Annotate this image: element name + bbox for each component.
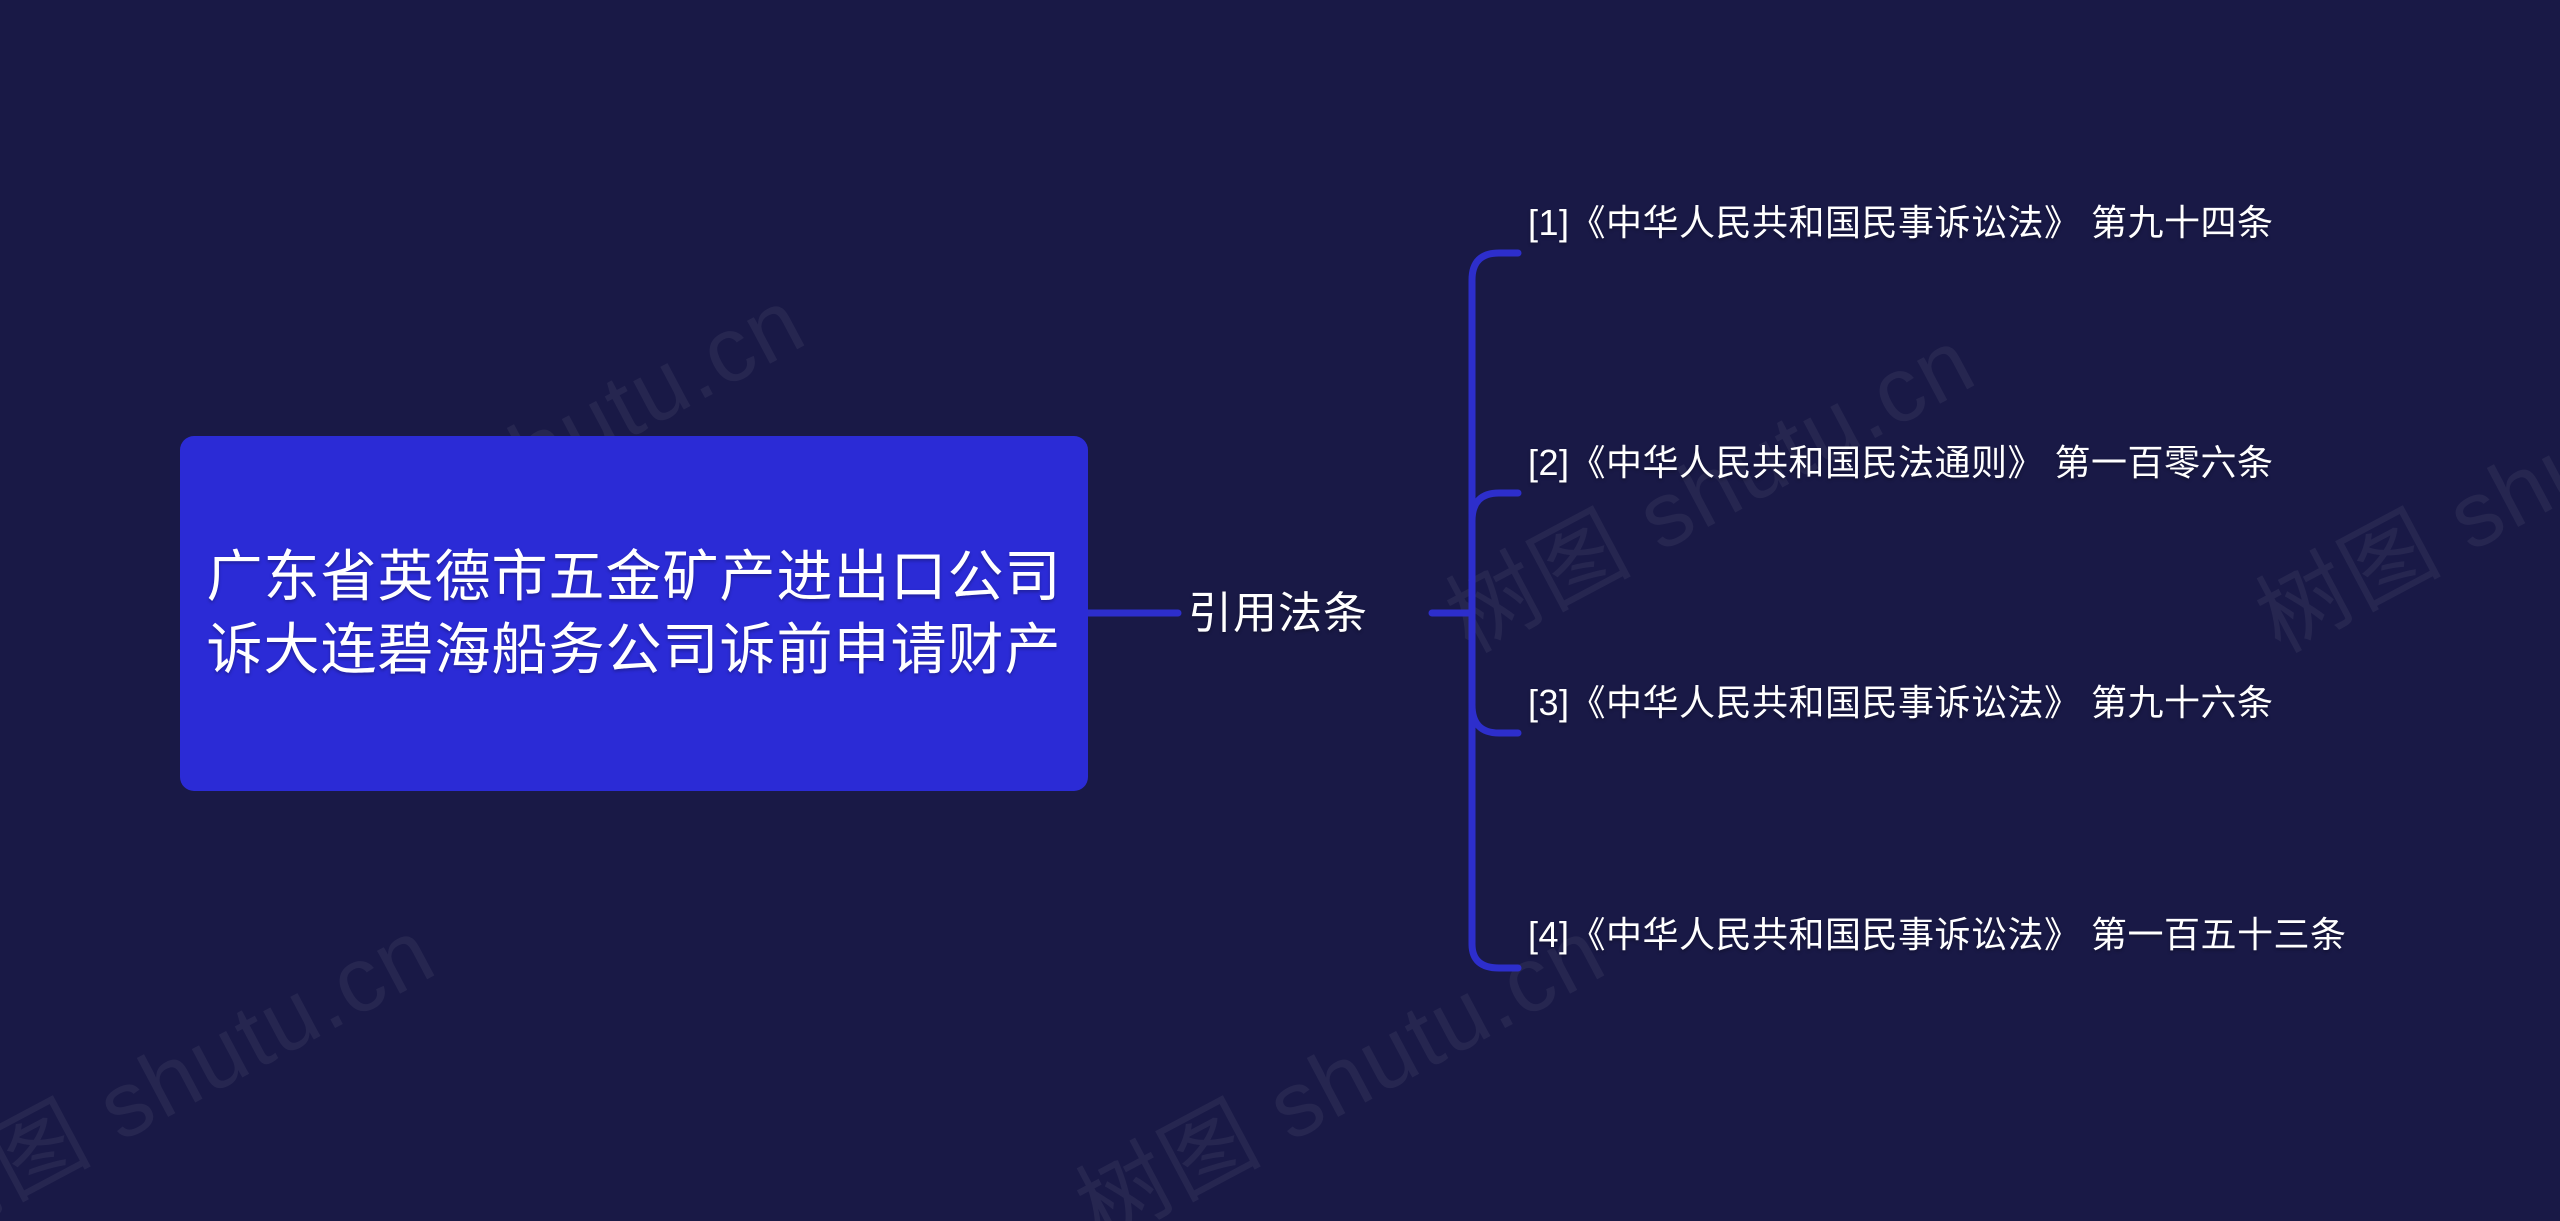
leaf-node-label: [3]《中华人民共和国民事诉讼法》 第九十六条 <box>1528 682 2274 723</box>
leaf-node[interactable]: [2]《中华人民共和国民法通则》 第一百零六条 <box>1528 436 2408 489</box>
link-leaf-1 <box>1468 249 1522 284</box>
watermark: 树图 shutu.cn <box>0 899 451 1221</box>
link-leaf-2 <box>1468 489 1522 525</box>
root-node-label: 广东省英德市五金矿产进出口公司诉大连碧海船务公司诉前申请财产 <box>206 544 1062 681</box>
link-leaf-4 <box>1468 940 1522 972</box>
leaf-node-label: [4]《中华人民共和国民事诉讼法》 第一百五十三条 <box>1528 914 2347 955</box>
leaf-node-label: [2]《中华人民共和国民法通则》 第一百零六条 <box>1528 442 2274 483</box>
branch-node-label: 引用法条 <box>1188 588 1368 638</box>
root-node[interactable]: 广东省英德市五金矿产进出口公司诉大连碧海船务公司诉前申请财产 <box>180 436 1088 791</box>
leaf-node[interactable]: [3]《中华人民共和国民事诉讼法》 第九十六条 <box>1528 676 2408 729</box>
leaf-node[interactable]: [4]《中华人民共和国民事诉讼法》 第一百五十三条 <box>1528 908 2408 961</box>
leaf-node-label: [1]《中华人民共和国民事诉讼法》 第九十四条 <box>1528 202 2274 243</box>
link-leaf-3 <box>1468 701 1522 737</box>
leaf-node[interactable]: [1]《中华人民共和国民事诉讼法》 第九十四条 <box>1528 196 2408 249</box>
branch-node-citations[interactable]: 引用法条 <box>1188 578 1368 648</box>
